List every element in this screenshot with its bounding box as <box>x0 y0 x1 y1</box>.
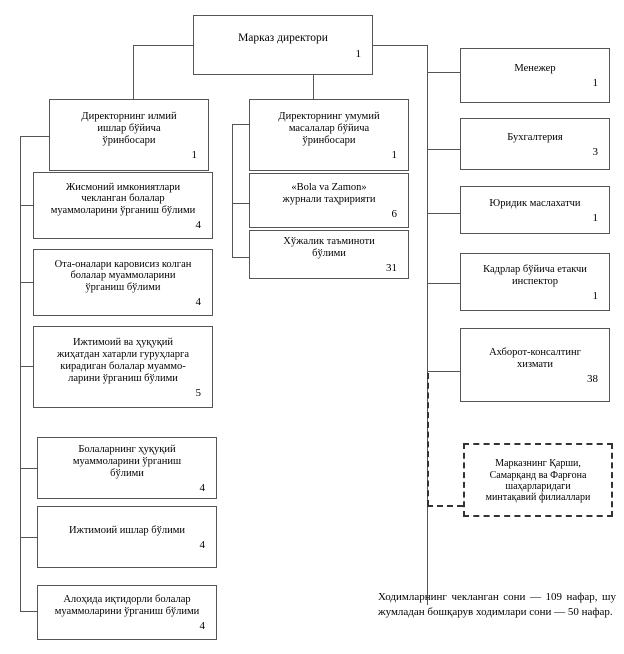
node-center-director[interactable]: Марказ директори 1 <box>193 15 373 75</box>
connector-middle-trunk <box>232 124 233 258</box>
node-accounting[interactable]: Бухгалтерия 3 <box>460 118 610 170</box>
node-count: 4 <box>199 620 206 633</box>
node-count: 1 <box>592 77 599 90</box>
node-deputy-science[interactable]: Директорнинг илмий ишлар бўйича ўринбоса… <box>49 99 209 171</box>
node-label: «Bola va Zamon» журнали таҳририяти <box>282 182 376 206</box>
node-label: Марказнинг Қарши, Самарқанд ва Фарғона ш… <box>485 458 591 504</box>
connector-dashed-drop <box>427 373 429 506</box>
node-unit-economic-supply[interactable]: Хўжалик таъминоти бўлими 31 <box>249 230 409 279</box>
connector-deputy-science-to-trunk <box>20 136 49 137</box>
connector-left-stub-1 <box>20 205 33 206</box>
node-count: 6 <box>391 208 398 221</box>
node-label: Ахборот-консалтинг хизмати <box>489 346 581 370</box>
node-unit-orphan-children[interactable]: Ота-оналари каровисиз колган болалар муа… <box>33 249 213 316</box>
node-label: Жисмоний имкониятлари чекланган болалар … <box>50 181 196 217</box>
connector-dashed-to-branches <box>427 505 463 507</box>
node-unit-legal-problems[interactable]: Болаларнинг ҳуқуқий муаммоларини ўрганиш… <box>37 437 217 499</box>
node-count: 4 <box>199 538 206 551</box>
connector-root-left-stub <box>133 45 193 46</box>
node-count: 3 <box>592 145 599 158</box>
connector-left-stub-4 <box>20 468 37 469</box>
node-count: 1 <box>355 47 362 60</box>
node-count: 1 <box>592 289 599 302</box>
node-unit-at-risk-children[interactable]: Ижтимоий ва ҳуқуқий жиҳатдан хатарли гур… <box>33 326 213 408</box>
node-hr-inspector[interactable]: Кадрлар бўйича етакчи инспектор 1 <box>460 253 610 311</box>
node-count: 5 <box>195 386 202 399</box>
node-label: Марказ директори <box>238 32 328 45</box>
node-label: Кадрлар бўйича етакчи инспектор <box>483 263 587 287</box>
node-count: 38 <box>587 372 598 385</box>
connector-right-stub-3 <box>427 213 460 214</box>
node-label: Ота-оналари каровисиз колган болалар муа… <box>54 258 192 294</box>
connector-right-stub-5 <box>427 371 460 372</box>
node-label: Директорнинг илмий ишлар бўйича ўринбоса… <box>81 111 177 146</box>
node-count: 31 <box>386 262 397 275</box>
node-unit-social-work[interactable]: Ижтимоий ишлар бўлими 4 <box>37 506 217 568</box>
connector-left-trunk <box>20 136 21 611</box>
node-manager[interactable]: Менежер 1 <box>460 48 610 103</box>
node-label: Хўжалик таъминоти бўлими <box>283 236 375 260</box>
node-label: Юридик маслахатчи <box>489 197 581 209</box>
node-count: 4 <box>195 219 202 232</box>
connector-deputy-general-to-trunk <box>232 124 249 125</box>
node-unit-journal-editorial[interactable]: «Bola va Zamon» журнали таҳририяти 6 <box>249 173 409 228</box>
node-count: 1 <box>592 211 599 224</box>
connector-middle-stub-1 <box>232 203 249 204</box>
node-label: Болаларнинг ҳуқуқий муаммоларини ўрганиш… <box>72 444 182 479</box>
node-label: Менежер <box>514 63 556 75</box>
connector-left-stub-3 <box>20 366 33 367</box>
node-regional-branches[interactable]: Марказнинг Қарши, Самарқанд ва Фарғона ш… <box>463 443 613 517</box>
connector-middle-stub-2 <box>232 257 249 258</box>
node-label: Директорнинг умумий масалалар бўйича ўри… <box>278 111 380 146</box>
connector-left-stub-6 <box>20 611 37 612</box>
connector-right-stub-4 <box>427 283 460 284</box>
connector-right-trunk <box>427 45 428 605</box>
connector-left-stub-5 <box>20 537 37 538</box>
node-deputy-general[interactable]: Директорнинг умумий масалалар бўйича ўри… <box>249 99 409 171</box>
node-count: 4 <box>195 296 202 309</box>
connector-root-to-deputy-general <box>313 75 314 101</box>
node-label: Алоҳида иқтидорли болалар муаммоларини ў… <box>54 594 200 618</box>
node-unit-disabled-children[interactable]: Жисмоний имкониятлари чекланган болалар … <box>33 172 213 239</box>
connector-left-stub-2 <box>20 282 33 283</box>
staffing-footnote: Ходимларнинг чекланган сони — 109 нафар,… <box>378 591 616 618</box>
node-legal-advisor[interactable]: Юридик маслахатчи 1 <box>460 186 610 234</box>
connector-root-right-stub <box>373 45 427 46</box>
node-label: Ижтимоий ва ҳуқуқий жиҳатдан хатарли гур… <box>57 337 189 384</box>
node-label: Бухгалтерия <box>507 131 563 143</box>
node-label: Ижтимоий ишлар бўлими <box>69 524 185 536</box>
connector-right-stub-2 <box>427 149 460 150</box>
node-count: 1 <box>191 148 198 161</box>
node-unit-gifted-children[interactable]: Алоҳида иқтидорли болалар муаммоларини ў… <box>37 585 217 640</box>
node-count: 1 <box>391 148 398 161</box>
connector-root-left-drop <box>133 45 134 102</box>
connector-right-stub-1 <box>427 72 460 73</box>
node-information-consulting[interactable]: Ахборот-консалтинг хизмати 38 <box>460 328 610 402</box>
node-count: 4 <box>199 481 206 494</box>
